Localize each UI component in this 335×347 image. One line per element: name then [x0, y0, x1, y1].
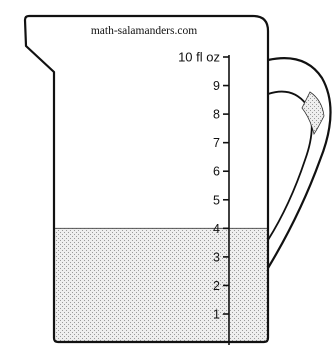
website-label: math-salamanders.com — [91, 25, 197, 37]
handle-shading — [301, 91, 325, 135]
scale-label-2: 2 — [213, 279, 220, 293]
scale-label-4: 4 — [213, 222, 220, 236]
scale-label-5: 5 — [213, 193, 220, 207]
liquid-fill — [25, 228, 268, 342]
scale-label-1: 1 — [213, 308, 220, 322]
jug-handle-inner — [267, 90, 313, 241]
measurement-scale: 1 2 3 4 5 6 7 8 9 10 fl oz — [178, 50, 230, 345]
scale-label-9: 9 — [213, 79, 220, 93]
scale-label-6: 6 — [213, 165, 220, 179]
scale-label-10: 10 fl oz — [178, 50, 220, 65]
jug-handle — [267, 57, 332, 269]
jug-outline — [23, 14, 270, 344]
scale-label-7: 7 — [213, 136, 220, 150]
scale-label-3: 3 — [213, 250, 220, 264]
scale-label-8: 8 — [213, 108, 220, 122]
